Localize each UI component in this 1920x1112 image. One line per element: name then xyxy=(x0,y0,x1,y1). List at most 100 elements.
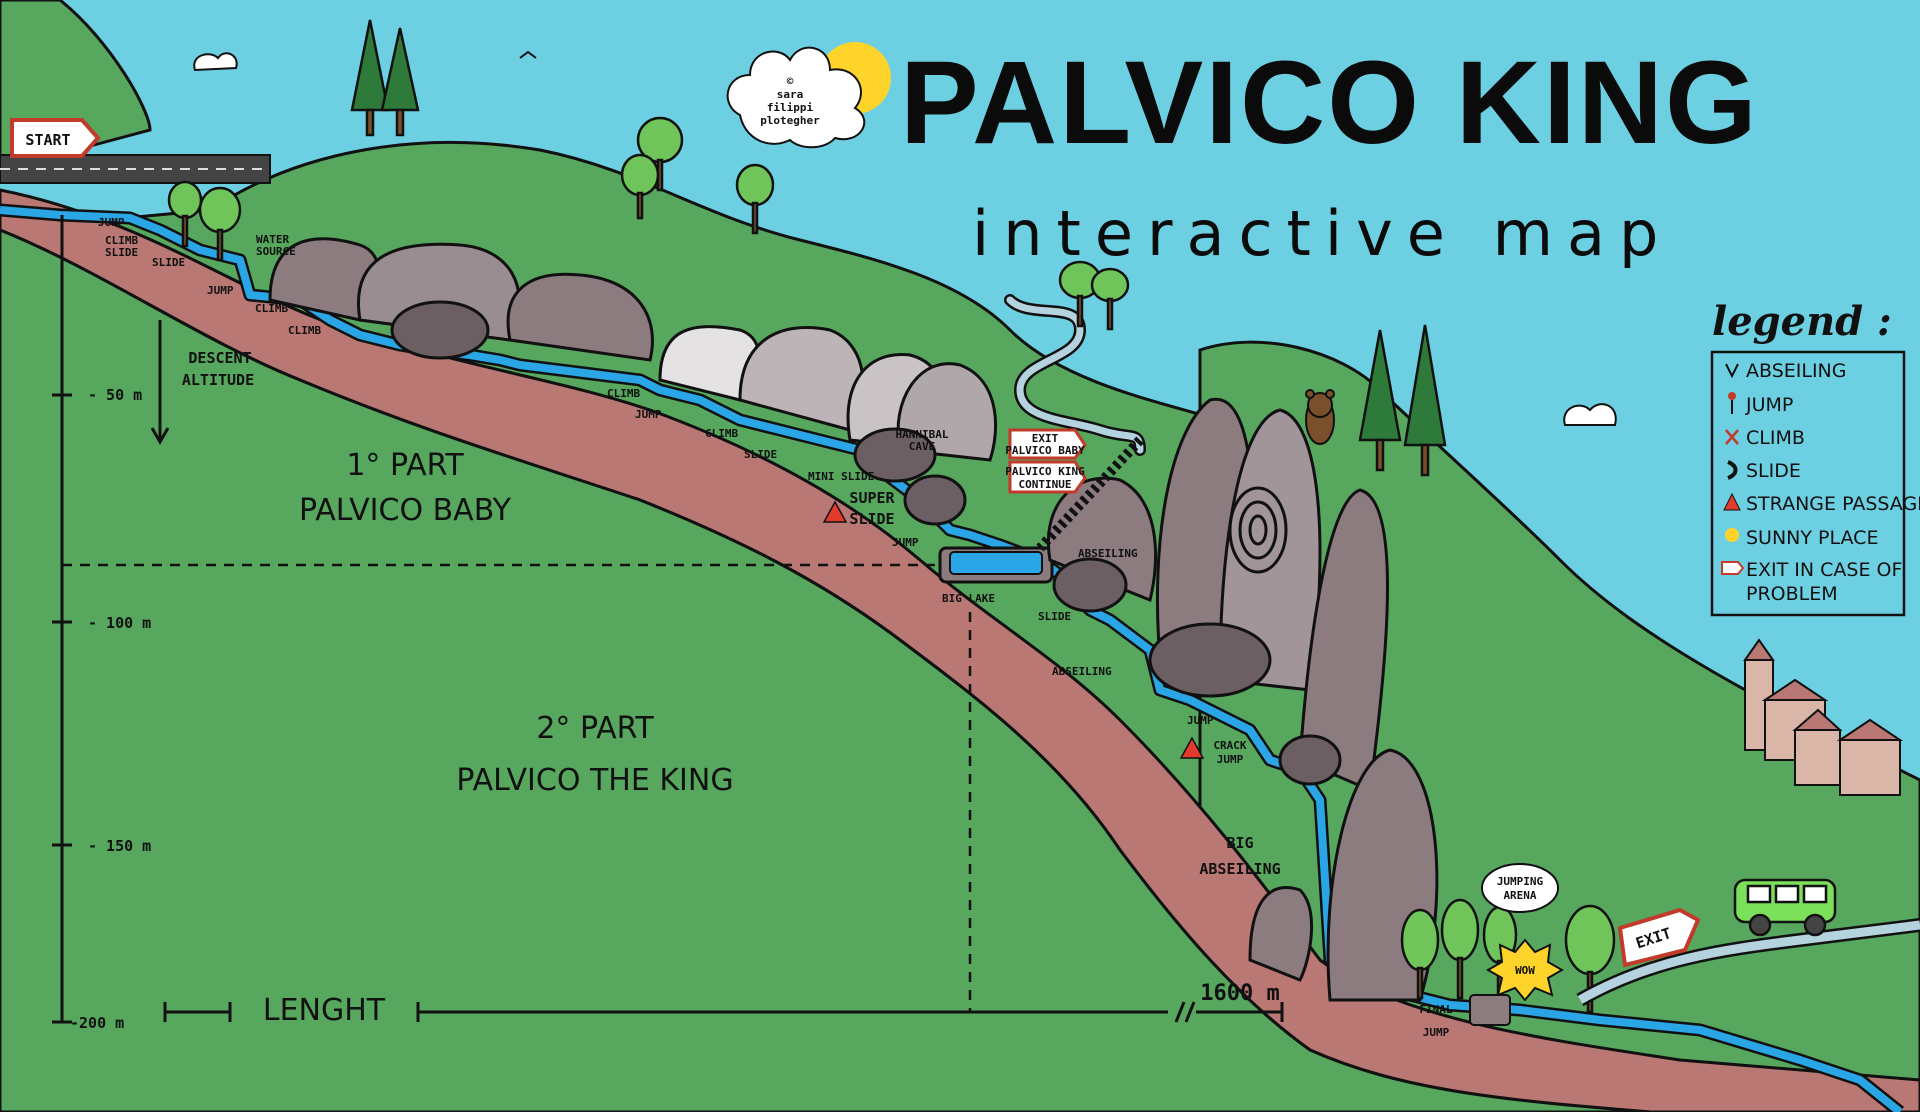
legend-label-sunny-place: SUNNY PLACE xyxy=(1746,527,1878,549)
label-jump-2: JUMP xyxy=(207,284,234,297)
rocks-towers xyxy=(1047,397,1439,1002)
label-crack-jump-1: CRACK xyxy=(1213,739,1246,752)
label-hannibal-cave-2: CAVE xyxy=(909,440,936,453)
part2-title: 2° PART xyxy=(536,711,654,746)
road xyxy=(0,154,271,184)
label-final-jump-2: JUMP xyxy=(1423,1026,1450,1039)
credit-line-1: sara xyxy=(777,88,804,101)
length-value: 1600 m xyxy=(1200,981,1279,1006)
bear-icon xyxy=(1305,389,1335,445)
map-subtitle: interactive map xyxy=(972,197,1672,270)
label-crack-jump-2: JUMP xyxy=(1217,753,1244,766)
car-icon xyxy=(1733,878,1837,937)
start-sign: START xyxy=(10,118,101,158)
bird-icon xyxy=(519,50,537,59)
start-sign-label: START xyxy=(25,131,70,149)
exit-sign: EXIT xyxy=(1617,907,1701,968)
label-mini-slide: MINI SLIDE xyxy=(808,470,874,483)
part2-name: PALVICO THE KING xyxy=(456,763,733,798)
label-climb-4: CLIMB xyxy=(705,427,738,440)
strange-passage-icon xyxy=(822,500,1205,759)
climb-icon xyxy=(1725,429,1739,445)
legend-label-jump: JUMP xyxy=(1745,394,1793,416)
label-hannibal-cave-1: HANNIBAL xyxy=(896,428,949,441)
rocks-upper xyxy=(268,237,998,526)
label-abseiling-2: ABSEILING xyxy=(1052,665,1112,678)
label-big-abseiling-1: BIG xyxy=(1226,834,1253,852)
legend-box xyxy=(1710,350,1906,617)
credit-line-3: plotegher xyxy=(760,114,820,127)
jumping-arena-line-1: JUMPING xyxy=(1497,875,1544,888)
village-icon xyxy=(1743,638,1904,796)
stairs xyxy=(1036,436,1144,552)
abseiling-icon xyxy=(1725,363,1739,379)
legend-label-exit-2: PROBLEM xyxy=(1746,583,1838,605)
wow-label: WOW xyxy=(1515,964,1535,977)
length-label: LENGHT xyxy=(263,993,386,1028)
tick-200m: -200 m xyxy=(70,1014,124,1032)
descent-label-line-2: ALTITUDE xyxy=(182,371,254,389)
legend-label-exit: EXIT IN CASE OF xyxy=(1746,559,1902,581)
label-climb-1: CLIMB xyxy=(255,302,288,315)
part1-name: PALVICO BABY xyxy=(299,493,512,528)
label-abseiling-1: ABSEILING xyxy=(1078,547,1138,560)
strange-passage-icon xyxy=(1723,492,1741,511)
tick-150m: - 150 m xyxy=(88,837,151,855)
wow-burst: WOW xyxy=(1485,938,1565,1002)
descent-label-line-1: DESCENT xyxy=(188,349,251,367)
legend-label-slide: SLIDE xyxy=(1746,460,1801,482)
label-super-slide-2: SLIDE xyxy=(849,510,894,528)
label-big-abseiling-2: ABSEILING xyxy=(1199,860,1280,878)
label-slide-2: SLIDE xyxy=(744,448,777,461)
exit-road-inner xyxy=(1577,920,1920,1004)
trail-inner xyxy=(1006,296,1144,454)
map-title: PALVICO KING xyxy=(900,37,1759,169)
label-climb-slide-2: SLIDE xyxy=(105,246,138,259)
label-slide-3: SLIDE xyxy=(1038,610,1071,623)
legend-heading: legend : xyxy=(1712,298,1892,345)
label-final-jump-1: FINAL xyxy=(1419,1003,1452,1016)
jump-icon xyxy=(1728,392,1736,414)
legend: legend : ABSEILING JUMP CLIMB SLIDE STRA… xyxy=(1710,298,1920,617)
altitude-axis xyxy=(52,215,170,1024)
sunny-place-icon xyxy=(1725,528,1739,542)
tick-100m: - 100 m xyxy=(88,614,151,632)
tick-50m: - 50 m xyxy=(88,386,142,404)
label-jump-4: JUMP xyxy=(892,536,919,549)
legend-label-climb: CLIMB xyxy=(1746,427,1805,449)
exit-palvico-baby-line-2: PALVICO BABY xyxy=(1005,444,1085,457)
label-water-source-1: WATER xyxy=(256,233,289,246)
exit-palvico-baby-line-1: EXIT xyxy=(1032,432,1059,445)
legend-label-strange-passage: STRANGE PASSAGE xyxy=(1746,493,1920,515)
label-climb-slide-1: CLIMB xyxy=(105,234,138,247)
part1-title: 1° PART xyxy=(346,448,464,483)
palvico-king-continue-line-1: PALVICO KING xyxy=(1005,465,1085,478)
slide-icon xyxy=(1727,460,1738,480)
lower-field xyxy=(0,228,1651,1112)
section-dividers xyxy=(62,563,972,1012)
label-jump-5: JUMP xyxy=(1187,714,1214,727)
exit-icon xyxy=(1721,561,1745,575)
jumping-arena-line-2: ARENA xyxy=(1503,889,1536,902)
label-slide-1: SLIDE xyxy=(152,256,185,269)
label-super-slide-1: SUPER xyxy=(849,489,895,507)
credit-symbol: © xyxy=(787,75,794,88)
label-jump-3: JUMP xyxy=(635,408,662,421)
big-lake xyxy=(938,546,1054,584)
